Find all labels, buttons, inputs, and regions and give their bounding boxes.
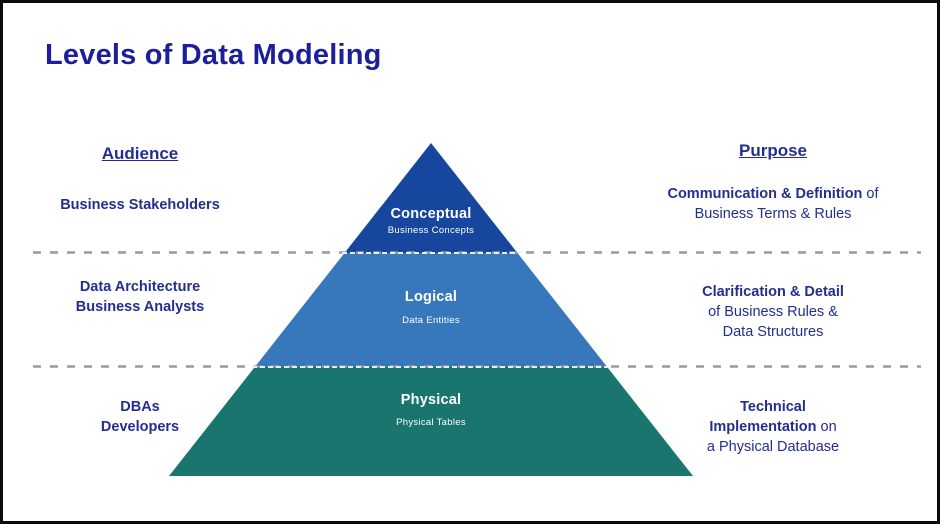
purpose-line: Communication & Definition of (667, 186, 879, 202)
level-name: Physical (400, 392, 462, 408)
purpose-line: Business Terms & Rules (694, 206, 852, 222)
purpose-communication-definition: Communication & Definition of Business T… (631, 184, 915, 224)
purpose-line: Technical (740, 399, 806, 415)
level-subtitle: Physical Tables (396, 417, 466, 428)
purpose-line: Data Structures (722, 324, 824, 340)
purpose-line: Clarification & Detail (702, 284, 844, 300)
pyramid-label-physical: Physical Physical Tables (321, 392, 541, 428)
pyramid-diagram (33, 143, 921, 476)
purpose-clarification-detail: Clarification & Detail of Business Rules… (631, 282, 915, 342)
purpose-line: of Business Rules & (708, 304, 838, 320)
pyramid-level-conceptual (344, 143, 518, 253)
pyramid-level-physical (169, 367, 693, 476)
level-subtitle: Data Entities (402, 315, 460, 326)
audience-line: Developers (100, 419, 180, 435)
page-title: Levels of Data Modeling (45, 39, 382, 71)
purpose-technical-implementation: Technical Implementation on a Physical D… (631, 397, 915, 457)
pyramid-label-logical: Logical Data Entities (321, 289, 541, 326)
audience-line: Data Architecture (79, 279, 201, 295)
purpose-column-header: Purpose (738, 141, 808, 160)
audience-line: Business Stakeholders (60, 197, 220, 213)
pyramid-label-conceptual: Conceptual Business Concepts (321, 206, 541, 236)
purpose-line: Implementation on (709, 419, 837, 435)
audience-column-header: Audience (101, 144, 179, 163)
level-name: Conceptual (390, 206, 472, 222)
audience-data-architecture-analysts: Data Architecture Business Analysts (20, 277, 260, 317)
level-subtitle: Business Concepts (387, 225, 475, 236)
audience-dbas-developers: DBAs Developers (20, 397, 260, 437)
level-name: Logical (404, 289, 458, 305)
audience-business-stakeholders: Business Stakeholders (20, 195, 260, 215)
audience-line: DBAs (120, 399, 160, 415)
purpose-line: a Physical Database (706, 439, 840, 455)
pyramid-level-logical (254, 253, 608, 367)
audience-line: Business Analysts (75, 299, 205, 315)
